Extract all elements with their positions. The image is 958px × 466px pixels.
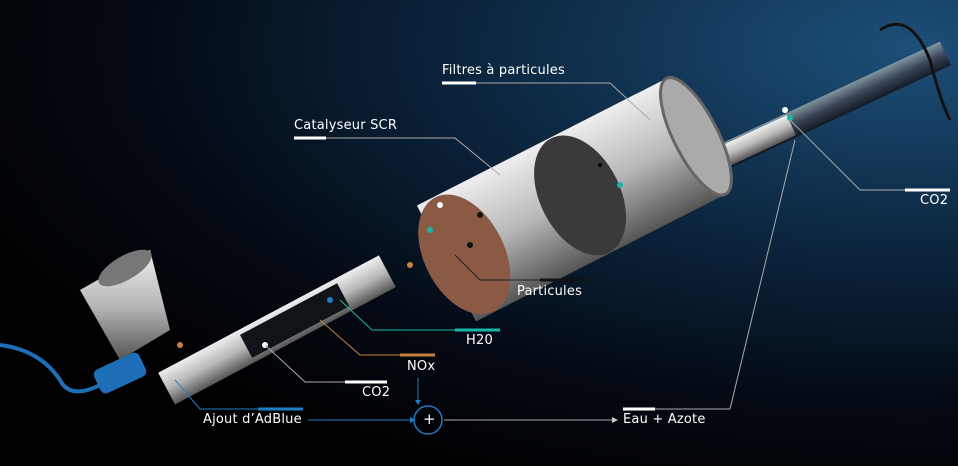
leader-nox <box>319 319 435 356</box>
label-co2-out: CO2 <box>920 193 949 208</box>
inlet-pipe <box>158 255 396 405</box>
leader-co2-out <box>789 119 950 191</box>
label-h2o: H20 <box>466 333 493 348</box>
leader-co2-in <box>264 344 387 383</box>
adblue-injector <box>0 343 147 394</box>
label-scr-catalyst: Catalyseur SCR <box>294 118 398 133</box>
tail-pipe <box>704 41 951 175</box>
label-plus: + <box>423 410 436 428</box>
catalyst-canister <box>416 76 733 322</box>
label-result: Eau + Azote <box>623 412 706 427</box>
leader-result <box>623 139 796 410</box>
leader-scr <box>294 137 501 176</box>
scr-catalyst-face <box>418 194 511 315</box>
label-nox: NOx <box>407 359 436 374</box>
label-adblue: Ajout d’AdBlue <box>203 412 302 427</box>
leader-particle-filter <box>442 82 651 121</box>
label-particle-filter: Filtres à particules <box>442 63 565 78</box>
label-particles: Particules <box>517 284 583 299</box>
label-co2-in: CO2 <box>362 385 391 400</box>
sensor-cable <box>879 22 952 121</box>
particle-filter-core <box>534 135 627 256</box>
reaction-circle <box>413 405 443 435</box>
